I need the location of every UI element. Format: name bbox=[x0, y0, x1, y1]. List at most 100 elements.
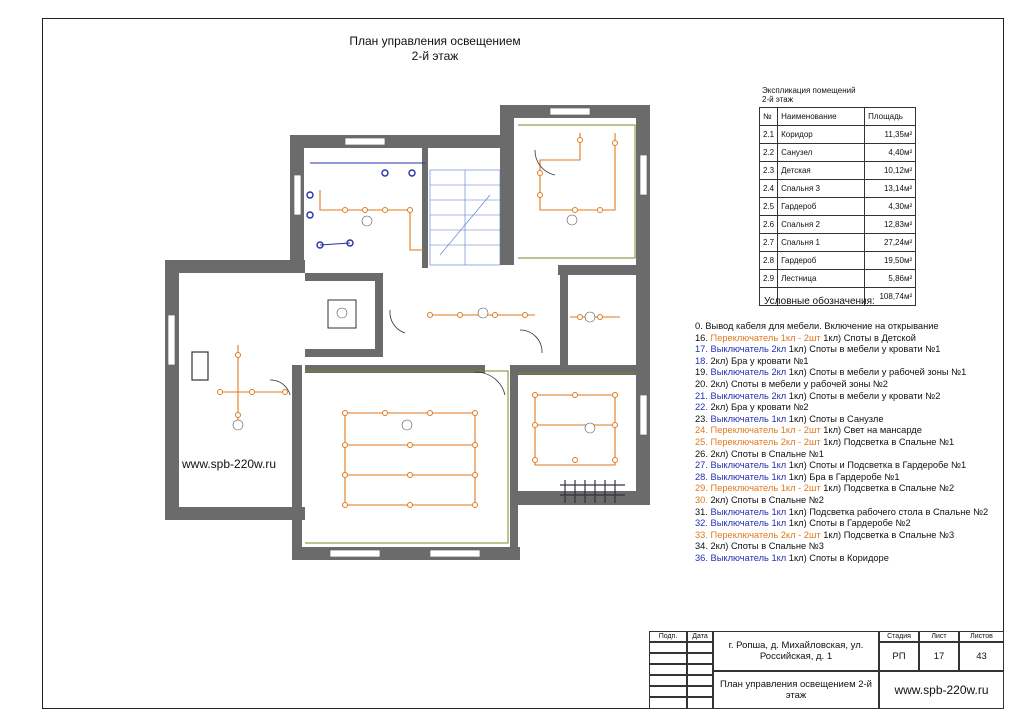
row-name: Лестница bbox=[777, 269, 866, 288]
legend-item-text: 17. bbox=[695, 344, 711, 355]
stamp-sheet-label: Лист bbox=[919, 631, 959, 642]
legend-item-text: 20. 2кл) Споты в мебели у рабочей зоны №… bbox=[695, 378, 888, 389]
legend-item-text: 2кл) Бра у кровати №2 bbox=[710, 402, 809, 413]
legend-item: 20. 2кл) Споты в мебели у рабочей зоны №… bbox=[695, 379, 995, 391]
col-num: № bbox=[758, 107, 779, 126]
floor-plan bbox=[165, 105, 650, 560]
legend-item: 31. Выключатель 1кл 1кл) Подсветка рабоч… bbox=[695, 507, 995, 519]
legend-item: 33. Переключатель 2кл - 2шт 1кл) Подсвет… bbox=[695, 530, 995, 542]
row-area: 27,24м² bbox=[864, 233, 917, 252]
light-spots bbox=[217, 137, 618, 508]
legend-item: 0. Вывод кабеля для мебели. Включение на… bbox=[695, 321, 995, 333]
legend-item-text: 28. bbox=[695, 471, 711, 482]
legend-item-text: 1кл) Свет на мансарде bbox=[820, 425, 922, 436]
legend-item-text: 33. bbox=[695, 529, 711, 540]
drawing-frame bbox=[42, 18, 1004, 709]
stamp-podp: Подп. bbox=[649, 631, 687, 642]
legend-item-text: 31. bbox=[695, 506, 711, 517]
legend-item-text: 21. bbox=[695, 390, 711, 401]
stamp-drawing-title: План управления освещением 2-й этаж bbox=[713, 671, 879, 709]
wardrobe-grid bbox=[560, 480, 625, 503]
legend-item-text: Переключатель 2кл - 2шт bbox=[710, 529, 821, 540]
explication-title: Экспликация помещений 2-й этаж bbox=[762, 86, 856, 104]
row-name: Гардероб bbox=[777, 197, 866, 216]
total-area: 108,74м² bbox=[864, 287, 917, 306]
legend-item-text: Выключатель 2кл bbox=[710, 344, 787, 355]
legend-item: 32. Выключатель 1кл 1кл) Споты в Гардеро… bbox=[695, 518, 995, 530]
row-area: 4,30м² bbox=[864, 197, 917, 216]
legend-item-text: 1кл) Бра в Гардеробе №1 bbox=[786, 471, 900, 482]
legend-item-text: 1кл) Споты в Санузле bbox=[786, 413, 884, 424]
explication-title-line2: 2-й этаж bbox=[762, 95, 794, 104]
stamp-sheets-label: Листов bbox=[959, 631, 1004, 642]
legend-item-text: 1кл) Подсветка рабочего стола в Спальне … bbox=[786, 506, 989, 517]
stamp-empty bbox=[649, 664, 687, 675]
legend-item-text: 2кл) Споты в Спальне №2 bbox=[710, 494, 824, 505]
legend-item: 25. Переключатель 2кл - 2шт 1кл) Подсвет… bbox=[695, 437, 995, 449]
legend-list: 0. Вывод кабеля для мебели. Включение на… bbox=[695, 321, 995, 564]
legend-item-text: Переключатель 2кл - 2шт bbox=[710, 436, 821, 447]
legend-item: 21. Выключатель 2кл 1кл) Споты в мебели … bbox=[695, 391, 995, 403]
col-area: Площадь bbox=[864, 107, 917, 126]
legend-item-text: 1кл) Споты в Коридоре bbox=[786, 552, 889, 563]
legend-item-text: Выключатель 1кл bbox=[710, 413, 787, 424]
wardrobe-box bbox=[191, 351, 209, 381]
legend-item-text: 0. Вывод кабеля для мебели. Включение на… bbox=[695, 321, 939, 331]
legend-item-text: Выключатель 2кл bbox=[710, 367, 787, 378]
stamp-empty bbox=[687, 697, 713, 709]
row-num: 2.6 bbox=[758, 215, 779, 234]
legend-item-text: 1кл) Подсветка в Спальне №3 bbox=[820, 529, 955, 540]
legend-item-text: Переключатель 1кл - 2шт bbox=[710, 332, 821, 343]
stamp-empty bbox=[687, 686, 713, 697]
legend-item-text: 29. bbox=[695, 483, 711, 494]
furniture-lines bbox=[310, 162, 425, 246]
legend-item-text: 26. 2кл) Споты в Спальне №1 bbox=[695, 448, 824, 459]
row-name: Коридор bbox=[777, 125, 866, 144]
stamp-sheets: 43 bbox=[959, 642, 1004, 671]
legend-item: 27. Выключатель 1кл 1кл) Споты и Подсвет… bbox=[695, 460, 995, 472]
stamp-empty bbox=[687, 675, 713, 686]
legend-item: 18. 2кл) Бра у кровати №1 bbox=[695, 356, 995, 368]
row-area: 4,40м² bbox=[864, 143, 917, 162]
stamp-site: www.spb-220w.ru bbox=[879, 671, 1004, 709]
legend-item-text: 36. bbox=[695, 552, 711, 563]
staircase bbox=[429, 169, 501, 266]
legend-item-text: 1кл) Споты в мебели у кровати №2 bbox=[786, 390, 941, 401]
stamp-stage-label: Стадия bbox=[879, 631, 919, 642]
stamp-empty bbox=[649, 653, 687, 664]
bathroom-fixture bbox=[327, 299, 357, 329]
stamp-empty bbox=[687, 664, 713, 675]
watermark-text: www.spb-220w.ru bbox=[182, 457, 277, 471]
stamp-stage: РП bbox=[879, 642, 919, 671]
legend-item: 26. 2кл) Споты в Спальне №1 bbox=[695, 449, 995, 461]
furniture-spots bbox=[306, 169, 416, 249]
legend-item-text: 30. bbox=[695, 494, 711, 505]
row-area: 5,86м² bbox=[864, 269, 917, 288]
room-marks bbox=[232, 214, 596, 434]
col-name: Наименование bbox=[777, 107, 866, 126]
legend-item-text: 23. bbox=[695, 413, 711, 424]
row-num: 2.9 bbox=[758, 269, 779, 288]
row-num: 2.8 bbox=[758, 251, 779, 270]
drawing-title: План управления освещением 2-й этаж bbox=[300, 34, 570, 64]
row-num: 2.1 bbox=[758, 125, 779, 144]
row-area: 11,35м² bbox=[864, 125, 917, 144]
legend-item-text: 25. bbox=[695, 436, 711, 447]
legend-item: 34. 2кл) Споты в Спальне №3 bbox=[695, 541, 995, 553]
stamp-address: г. Ропша, д. Михайловская, ул. Российска… bbox=[713, 631, 879, 671]
row-name: Санузел bbox=[777, 143, 866, 162]
legend-item-text: 32. bbox=[695, 518, 711, 529]
total-row: 108,74м² bbox=[758, 287, 917, 306]
legend-item-text: Выключатель 1кл bbox=[710, 518, 787, 529]
legend-item: 19. Выключатель 2кл 1кл) Споты в мебели … bbox=[695, 367, 995, 379]
legend-item: 30. 2кл) Споты в Спальне №2 bbox=[695, 495, 995, 507]
legend-item-text: 2кл) Бра у кровати №1 bbox=[710, 355, 809, 366]
row-name: Спальня 3 bbox=[777, 179, 866, 198]
legend-item-text: 1кл) Споты в мебели у рабочей зоны №1 bbox=[786, 367, 967, 378]
legend-item-text: 1кл) Подсветка в Спальне №2 bbox=[820, 483, 955, 494]
row-num: 2.5 bbox=[758, 197, 779, 216]
explication-header: № Наименование Площадь bbox=[758, 107, 917, 126]
